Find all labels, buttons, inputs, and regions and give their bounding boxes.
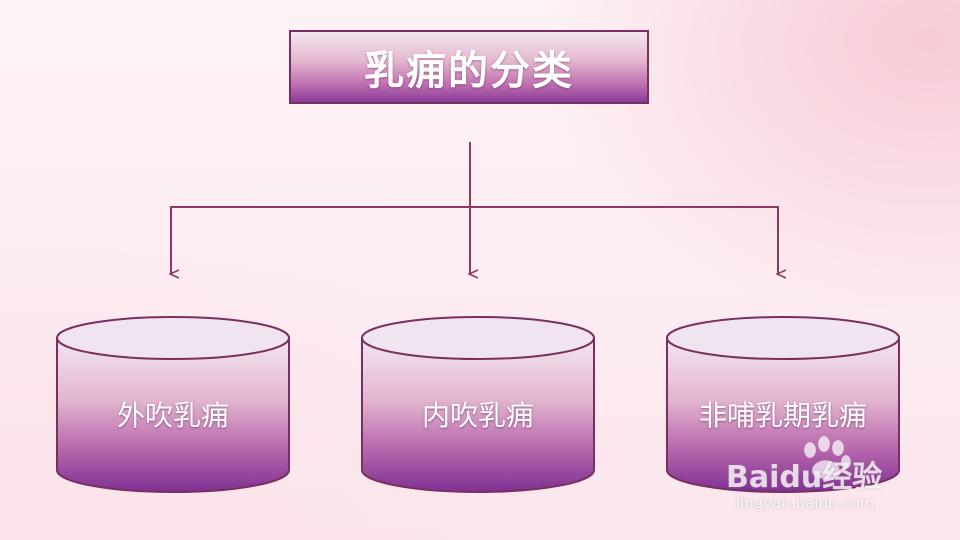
diagram-title: 乳痈的分类 — [364, 48, 574, 94]
title-box: 乳痈的分类 — [289, 30, 649, 104]
baidu-watermark: Baidu经验 jingyan.baidu.com — [726, 436, 946, 526]
category-node-1: 外吹乳痈 — [55, 316, 291, 494]
cylinder-shape — [56, 316, 290, 493]
node-label: 非哺乳期乳痈 — [698, 399, 867, 432]
paw-icon — [803, 436, 852, 480]
watermark-url: jingyan.baidu.com — [736, 494, 875, 512]
node-label: 内吹乳痈 — [421, 399, 534, 432]
node-label: 外吹乳痈 — [116, 399, 229, 432]
category-node-2: 内吹乳痈 — [360, 316, 596, 494]
cylinder-shape — [361, 316, 595, 493]
watermark-brand: Baidu经验 — [726, 460, 883, 495]
